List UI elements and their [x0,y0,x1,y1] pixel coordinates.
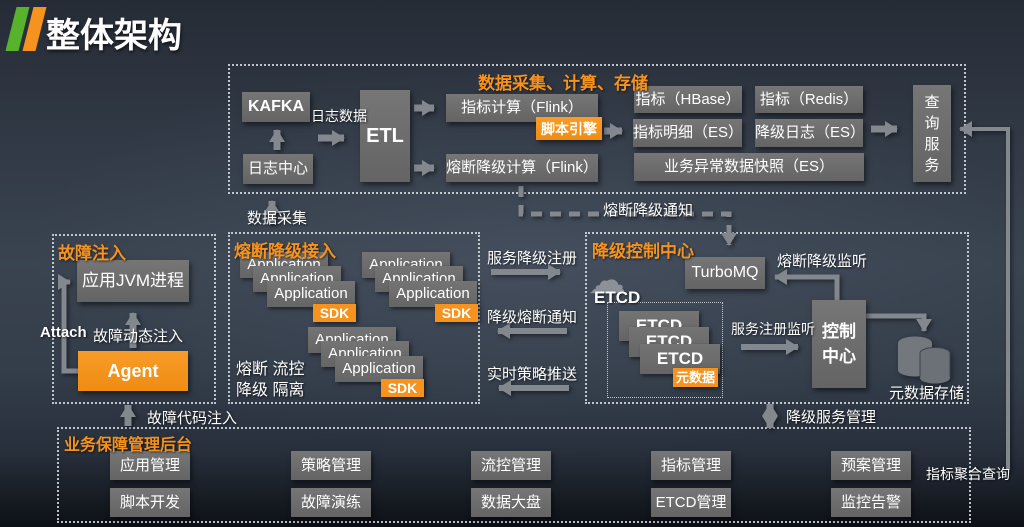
jvm-node: 应用JVM进程 [77,260,189,302]
line-attach-loop [58,274,78,374]
dynamic-inject-label: 故障动态注入 [93,328,184,345]
metadata-storage-icon [898,336,951,384]
app-stack-1: Application Application Application SDK [240,252,360,326]
code-inject-label: 故障代码注入 [147,410,238,427]
attach-label: Attach [40,324,87,341]
backend-fault-drill: 故障演练 [291,488,371,517]
cloud-icon: ☁ [588,260,626,302]
etl-node: ETL [360,90,410,182]
agent-node: Agent [78,351,188,391]
control-center-label: 控制中心 [822,322,856,366]
metric-hbase-node: 指标（HBase） [634,86,742,113]
backend-monitor-alarm: 监控告警 [831,488,911,517]
realtime-push-label: 实时策略推送 [487,366,578,383]
etcd-inner-border [607,302,723,398]
features-line2: 降级 隔离 [236,382,305,399]
sdk-badge: SDK [435,304,478,322]
sdk-badge: SDK [313,304,356,322]
etcd-stack: ETCD ETCD ETCD 元数据 [619,311,721,389]
log-data-label: 日志数据 [311,108,367,124]
backend-section-border [57,427,971,523]
application-card: Application [267,281,355,307]
log-center-node: 日志中心 [243,154,313,184]
script-engine-badge: 脚本引擎 [536,117,602,140]
features-line1: 熔断 流控 [236,361,305,378]
access-section-title: 熔断降级接入 [234,242,336,261]
biz-snapshot-node: 业务异常数据快照（ES） [634,153,864,181]
degrade-mgmt-label: 降级服务管理 [786,409,877,426]
data-collect-label: 数据采集 [247,210,308,227]
backend-etcd-mgmt: ETCD管理 [651,488,731,517]
pipeline-section-title: 数据采集、计算、存储 [478,74,648,93]
degrade-register-label: 服务降级注册 [487,250,578,267]
etcd-cluster-label: ETCD [594,288,641,307]
application-card: Application [389,281,477,307]
query-service-node: 查询服务 [913,85,951,182]
metric-query-label: 指标聚合查询 [926,466,1010,482]
degrade-log-node: 降级日志（ES） [755,119,865,147]
turbomq-node: TurboMQ [685,257,765,289]
backend-flow-mgmt: 流控管理 [471,451,551,480]
backend-app-mgmt: 应用管理 [110,451,190,480]
fault-section-border [52,234,216,404]
metric-detail-node: 指标明细（ES） [633,119,743,147]
backend-metric-mgmt: 指标管理 [651,451,731,480]
sdk-badge: SDK [381,379,424,397]
metadata-storage-label: 元数据存储 [889,385,965,402]
app-stack-2: Application Application Application SDK [362,252,482,326]
access-section-border [228,232,480,404]
app-stack-3: Application Application Application SDK [308,327,428,401]
backend-script-dev: 脚本开发 [110,488,190,517]
backend-dashboard: 数据大盘 [471,488,551,517]
metric-redis-node: 指标（Redis） [755,86,863,113]
line-cc-to-metastorage [866,313,932,332]
control-section-title: 降级控制中心 [592,242,694,261]
line-metric-agg-query [959,121,1010,470]
breaker-calc-node: 熔断降级计算（Flink） [446,154,598,182]
page-title: 整体架构 [46,17,182,55]
breaker-notify-label: 熔断降级通知 [603,202,694,219]
backend-section-title: 业务保障管理后台 [64,437,193,454]
metadata-badge: 元数据 [673,368,718,387]
dashed-breaker-notify [518,186,737,246]
application-card: Application [335,356,423,382]
line-breaker-listen [774,269,840,300]
register-listen-label: 服务注册监听 [731,321,815,337]
backend-strategy-mgmt: 策略管理 [291,451,371,480]
degrade-notice-label: 降级熔断通知 [487,309,578,326]
breaker-listen-label: 熔断降级监听 [777,253,868,270]
control-center-node: 控制中心 [812,300,866,388]
kafka-node: KAFKA [242,92,310,122]
metric-calc-node: 指标计算（Flink） [446,94,598,122]
fault-section-title: 故障注入 [58,244,126,263]
backend-plan-mgmt: 预案管理 [831,451,911,480]
query-service-label: 查询服务 [924,93,940,174]
